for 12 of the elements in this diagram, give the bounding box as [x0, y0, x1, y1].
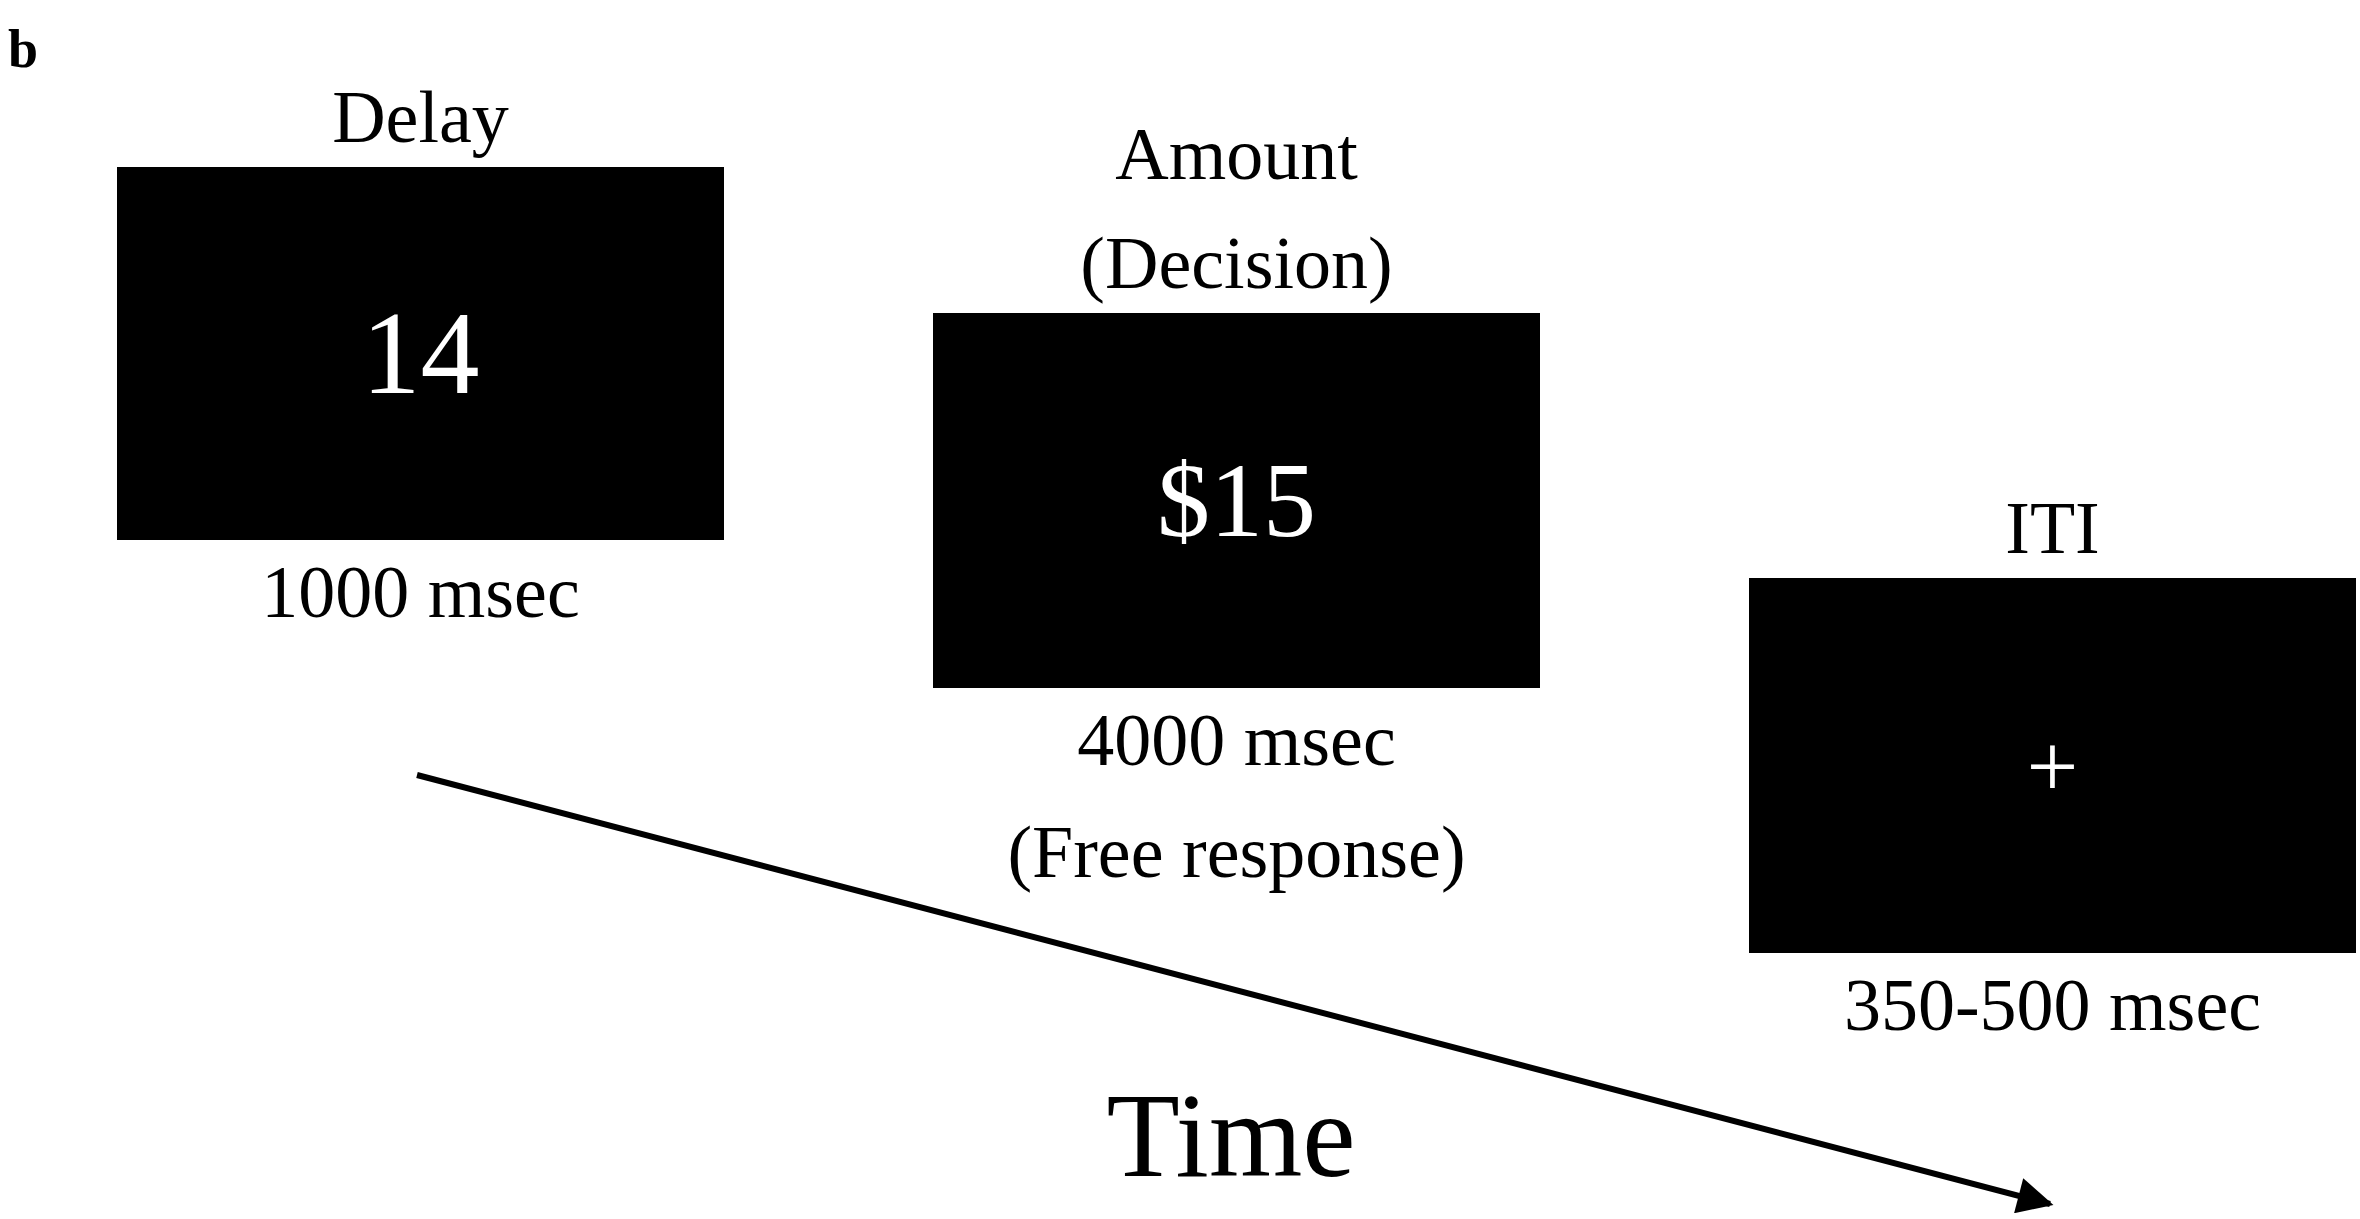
response-note: (Free response)	[1007, 810, 1466, 895]
screen-title: Delay	[331, 75, 510, 161]
stimulus-text: $15	[1157, 447, 1316, 554]
screen-title: Amount (Decision)	[1079, 111, 1394, 307]
duration-text: 4000 msec	[1077, 698, 1396, 783]
duration-text: 1000 msec	[261, 550, 580, 635]
axis-title: Time	[1106, 1076, 1356, 1196]
screen-title: ITI	[2004, 486, 2101, 572]
duration-text: 350-500 msec	[1843, 963, 2262, 1048]
stimulus-text: 14	[361, 294, 480, 413]
panel-letter: b	[8, 22, 39, 76]
stimulus-text: +	[2026, 719, 2079, 812]
